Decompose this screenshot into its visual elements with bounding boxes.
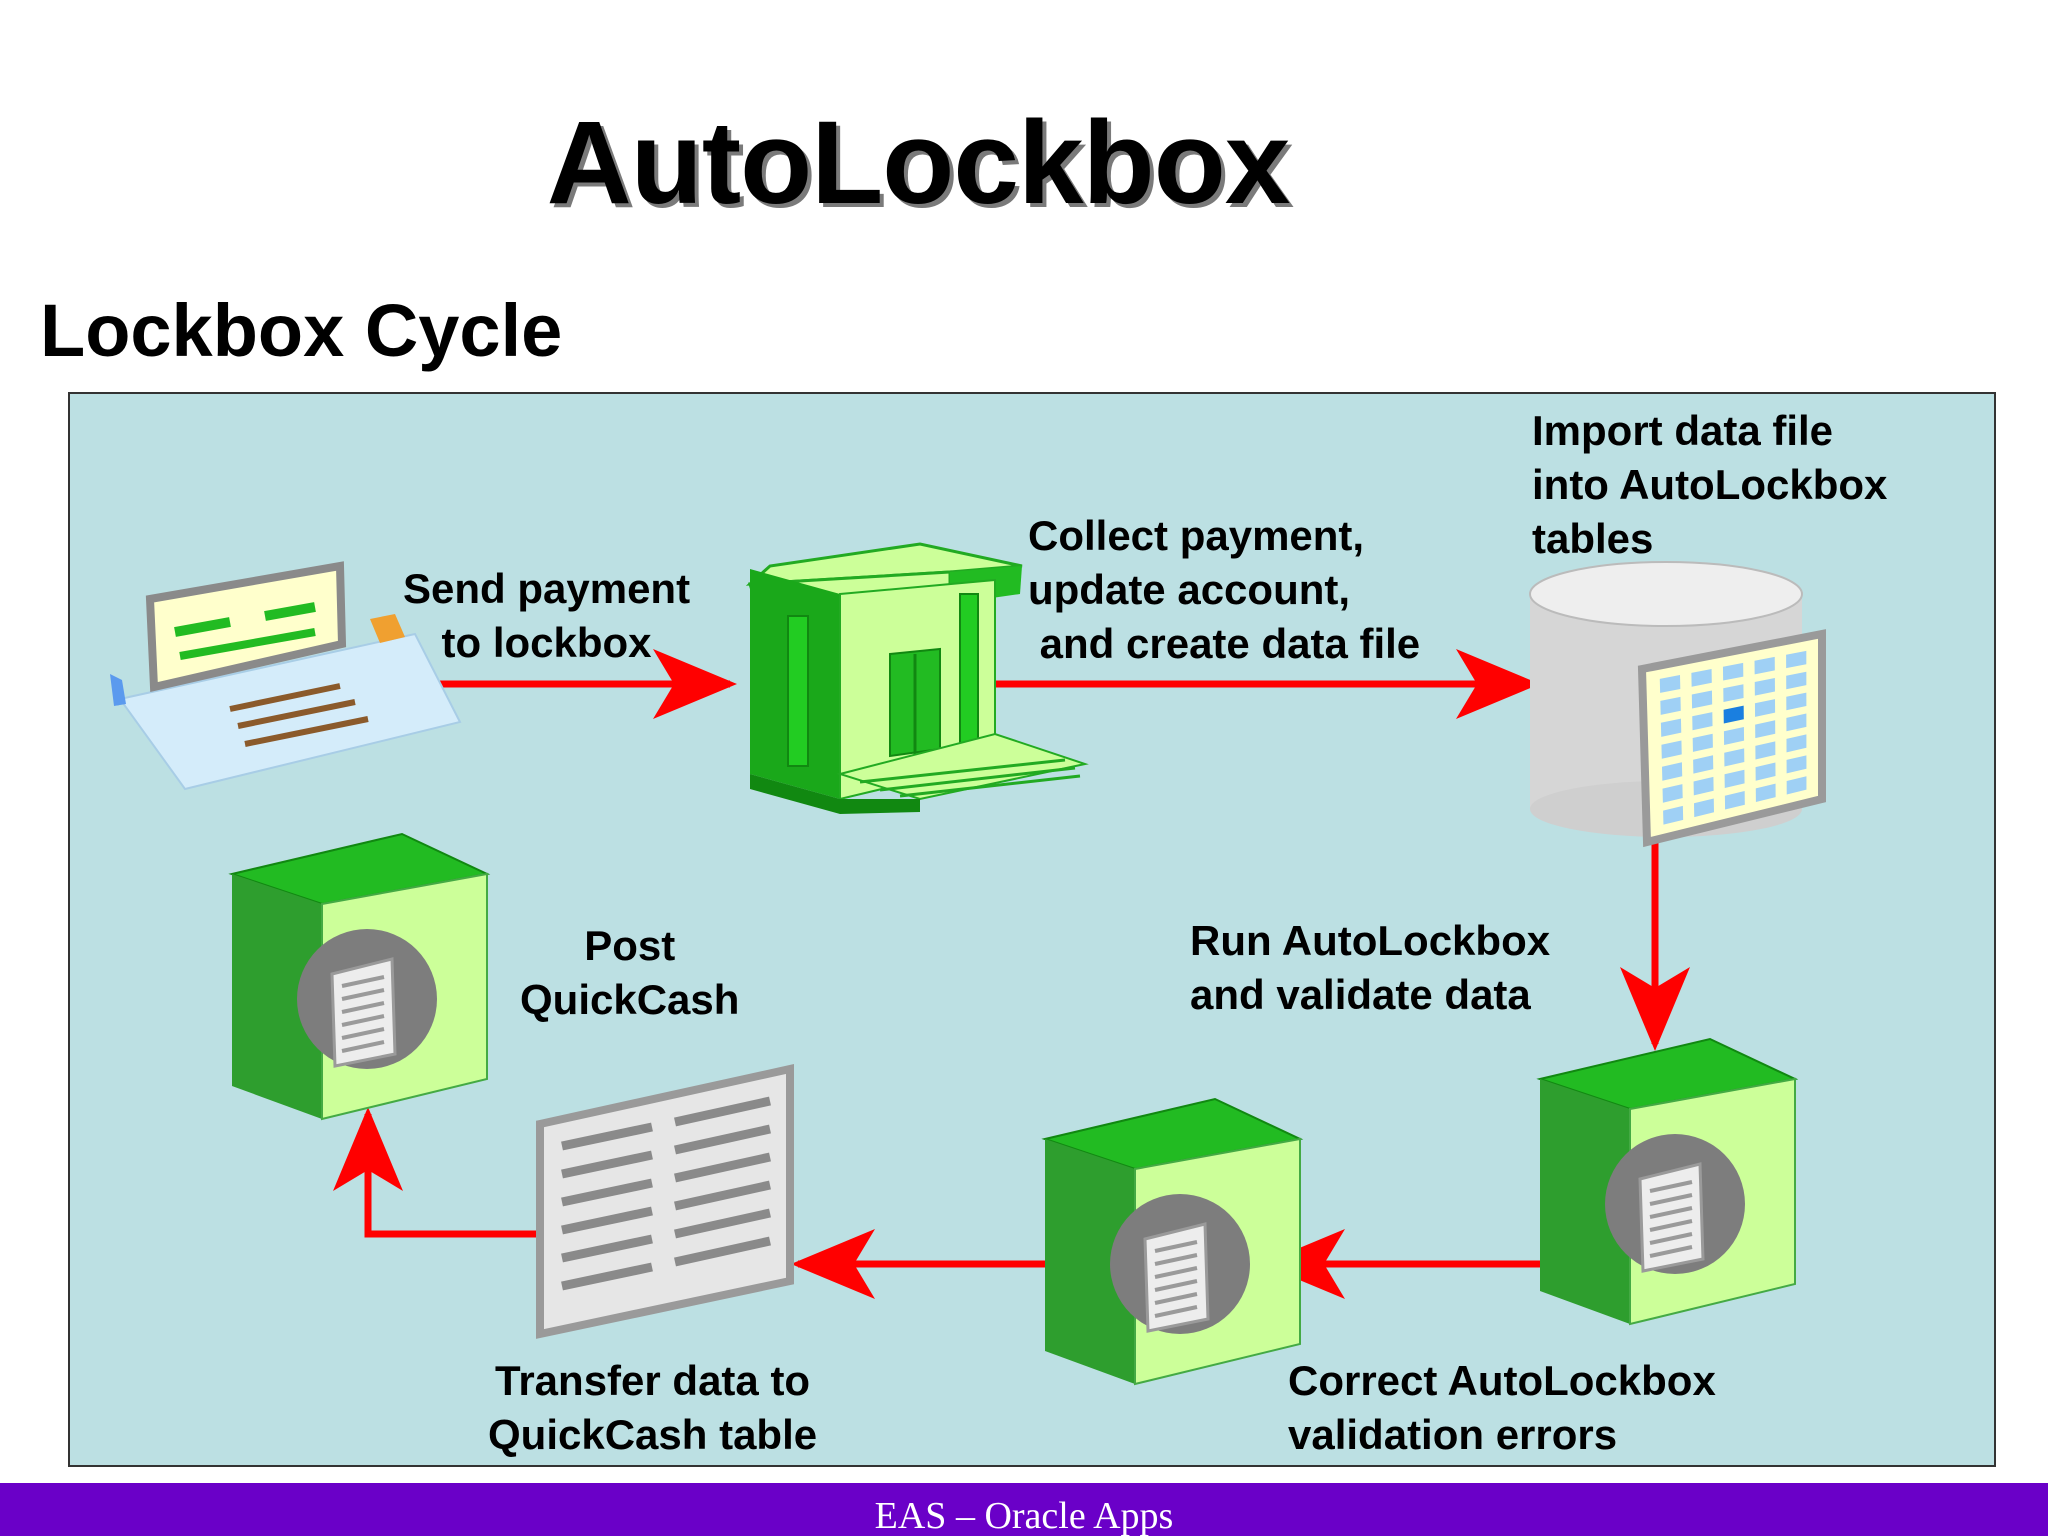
step-label-post: Post QuickCash <box>520 922 740 1023</box>
step-label-collect: Collect payment, update account, and cre… <box>1028 512 1421 667</box>
grid-cell <box>1724 748 1745 767</box>
grid-cell <box>1661 762 1683 781</box>
grid-cell <box>1724 769 1745 789</box>
grid-cell <box>1660 718 1682 737</box>
step-label-correct: Correct AutoLockbox validation errors <box>1288 1357 1716 1458</box>
grid-cell <box>1754 678 1775 696</box>
grid-cell <box>1692 733 1713 752</box>
grid-cell <box>1691 690 1713 709</box>
grid-cell <box>1724 791 1745 810</box>
grid-cell <box>1659 675 1681 693</box>
grid-cell <box>1755 762 1776 781</box>
grid-cell <box>1723 726 1745 746</box>
grid-cell <box>1693 798 1714 818</box>
check-envelope-icon <box>110 561 462 791</box>
server-icon-run <box>1536 1037 1799 1326</box>
database-table-icon <box>1529 561 1826 848</box>
grid-cell <box>1786 692 1807 711</box>
grid-cell <box>1786 671 1807 690</box>
slide-footer: EAS – Oracle Apps <box>0 1483 2048 1536</box>
arrow-transfer-to-post <box>333 1107 536 1238</box>
grid-cell <box>1723 705 1744 724</box>
grid-cell <box>1786 734 1807 753</box>
grid-cell <box>1755 783 1776 803</box>
grid-cell <box>1661 740 1682 759</box>
flow-arrows <box>333 649 1690 1299</box>
grid-cell <box>1786 650 1807 669</box>
step-label-transfer: Transfer data to QuickCash table <box>488 1357 818 1458</box>
slide-title: AutoLockbox <box>546 97 1291 229</box>
grid-cell <box>1755 720 1776 739</box>
grid-cell <box>1754 656 1775 675</box>
grid-cell <box>1662 784 1683 803</box>
grid-cell <box>1693 755 1714 774</box>
grid-cell <box>1660 696 1681 715</box>
slide-subtitle: Lockbox Cycle <box>40 289 563 372</box>
server-icon-correct <box>1041 1097 1304 1386</box>
grid-cell <box>1722 662 1744 681</box>
grid-cell <box>1693 776 1714 796</box>
step-label-send: Send payment to lockbox <box>403 565 691 666</box>
grid-cell <box>1723 684 1744 703</box>
document-table-icon <box>536 1064 794 1339</box>
grid-cell <box>1786 776 1807 795</box>
grid-cell <box>1786 755 1807 774</box>
grid-cell <box>1692 712 1713 731</box>
grid-cell <box>1755 741 1776 760</box>
step-label-import: Import data file into AutoLockbox tables <box>1532 407 1888 562</box>
step-label-run: Run AutoLockbox and validate data <box>1190 917 1551 1018</box>
server-icon-post <box>228 832 491 1121</box>
grid-cell <box>1754 699 1776 717</box>
bank-icon <box>745 542 1089 814</box>
lockbox-cycle-diagram: Send payment to lockbox Collect payment,… <box>68 392 1996 1467</box>
grid-cell <box>1691 668 1712 687</box>
grid-cell <box>1786 713 1807 732</box>
grid-cell <box>1663 805 1684 825</box>
